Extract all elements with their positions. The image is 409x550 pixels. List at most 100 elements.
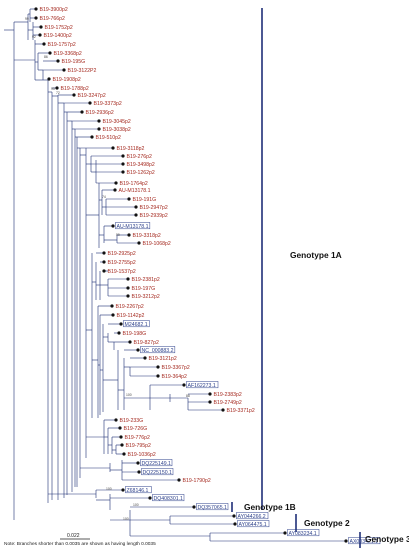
- leaf-label: B19-2381p2: [132, 277, 160, 283]
- bootstrap-value: 99: [116, 233, 120, 237]
- bootstrap-value: 100: [133, 503, 139, 507]
- leaf-label: B19-3371p2: [227, 408, 255, 414]
- leaf-dot: [117, 331, 121, 335]
- leaf-dot: [156, 374, 160, 378]
- leaf-label: B19-195G: [62, 59, 86, 65]
- leaf-label: M24682.1: [125, 322, 148, 328]
- reference-label-box: [141, 468, 174, 476]
- leaf-label: B19-3038p2: [103, 127, 131, 133]
- leaf-label: AY044266.2: [238, 514, 266, 520]
- leaf-dot: [192, 505, 196, 509]
- bootstrap-value: 88: [186, 394, 190, 398]
- leaf-dot: [42, 42, 46, 46]
- leaf-label: B19-2267p2: [116, 304, 144, 310]
- leaf-label: B19-3212p2: [132, 294, 160, 300]
- leaf-label: B19-766p2: [40, 16, 65, 22]
- leaf-label: B19-3318p2: [133, 233, 161, 239]
- leaf-label: B19-3122P2: [68, 68, 97, 74]
- bootstrap-value: 100: [126, 393, 132, 397]
- leaf-dot: [127, 233, 131, 237]
- leaf-dot: [55, 86, 59, 90]
- reference-label-box: [115, 222, 151, 230]
- leaf-dot: [121, 488, 125, 492]
- leaf-label: B19-197G: [132, 286, 156, 292]
- leaf-label: B19-1788p2: [61, 86, 89, 92]
- leaf-label: B19-726G: [124, 426, 148, 432]
- leaf-dot: [120, 443, 124, 447]
- leaf-label: DQ408301.1: [154, 496, 184, 502]
- leaf-dot: [134, 205, 138, 209]
- leaf-dot: [208, 400, 212, 404]
- leaf-label: B19-1400p2: [44, 33, 72, 39]
- leaf-label: DQ357065.1: [198, 505, 228, 511]
- leaf-label: AY083234.1: [289, 531, 317, 537]
- scale-bar-label: 0.022: [67, 533, 80, 539]
- leaf-label: AU-M13178.1: [117, 224, 149, 230]
- leaf-dot: [137, 241, 141, 245]
- leaf-dot: [38, 33, 42, 37]
- leaf-dot: [88, 101, 92, 105]
- leaf-label: B19-776p2: [125, 435, 150, 441]
- leaf-dot: [126, 286, 130, 290]
- leaf-label: B19-2925p2: [108, 251, 136, 257]
- genotype-3-label: Genotype 3: [365, 534, 409, 544]
- leaf-label: B19-3900p2: [40, 7, 68, 13]
- leaf-dot: [114, 418, 118, 422]
- leaf-label: B19-1752p2: [45, 25, 73, 31]
- reference-label-box: [237, 520, 270, 528]
- leaf-label: AU-M13178.1: [119, 188, 151, 194]
- bootstrap-value: 100: [106, 487, 112, 491]
- leaf-dot: [128, 340, 132, 344]
- leaf-dot: [102, 260, 106, 264]
- leaf-dot: [39, 25, 43, 29]
- leaf-dot: [102, 251, 106, 255]
- leaf-label: DQ225149.1: [142, 461, 172, 467]
- reference-label-box: [236, 512, 269, 520]
- leaf-dot: [136, 461, 140, 465]
- leaf-label: Z68146.1: [127, 488, 149, 494]
- leaf-dots: [34, 7, 348, 543]
- leaf-dot: [114, 181, 118, 185]
- genotype-1a-label: Genotype 1A: [290, 250, 342, 260]
- leaf-label: B19-1790p2: [183, 478, 211, 484]
- bootstrap-value: 92: [32, 35, 36, 39]
- leaf-dot: [34, 16, 38, 20]
- leaf-label: B19-233G: [120, 418, 144, 424]
- leaf-label: B19-364p2: [162, 374, 187, 380]
- leaf-label: B19-3373p2: [94, 101, 122, 107]
- leaf-label: B19-3121p2: [149, 356, 177, 362]
- leaf-dot: [232, 514, 236, 518]
- leaf-label: B19-1537p2: [108, 269, 136, 275]
- leaf-label: B19-795p2: [126, 443, 151, 449]
- leaf-label: B19-2939p2: [140, 213, 168, 219]
- leaf-dot: [221, 408, 225, 412]
- leaf-label: B19-3247p2: [78, 93, 106, 99]
- leaf-dot: [119, 435, 123, 439]
- leaf-label: B19-2947p2: [140, 205, 168, 211]
- leaf-labels: B19-3900p2B19-766p2B19-1752p2B19-1400p2B…: [40, 7, 381, 545]
- leaf-dot: [208, 392, 212, 396]
- genotype-1b-label: Genotype 1B: [244, 502, 296, 512]
- leaf-label: DQ225150.1: [143, 470, 173, 476]
- leaf-dot: [126, 294, 130, 298]
- leaf-label: B19-3498p2: [127, 162, 155, 168]
- leaf-dot: [80, 110, 84, 114]
- bootstrap-value: 95: [51, 87, 55, 91]
- leaf-dot: [110, 304, 114, 308]
- genotype-2-label: Genotype 2: [304, 518, 350, 528]
- leaf-dot: [182, 383, 186, 387]
- leaf-dot: [136, 348, 140, 352]
- leaf-dot: [111, 146, 115, 150]
- leaf-label: B19-2936p2: [86, 110, 114, 116]
- leaf-dot: [90, 135, 94, 139]
- reference-label-box: [140, 346, 176, 354]
- leaf-label: B19-1764p2: [120, 181, 148, 187]
- leaf-label: B19-191G: [133, 197, 157, 203]
- reference-label-box: [125, 486, 152, 494]
- tree-branches: [4, 8, 346, 542]
- leaf-dot: [134, 213, 138, 217]
- leaf-dot: [137, 470, 141, 474]
- leaf-label: B19-3368p2: [54, 51, 82, 57]
- leaf-label: B19-3118p2: [117, 146, 145, 152]
- leaf-dot: [34, 7, 38, 11]
